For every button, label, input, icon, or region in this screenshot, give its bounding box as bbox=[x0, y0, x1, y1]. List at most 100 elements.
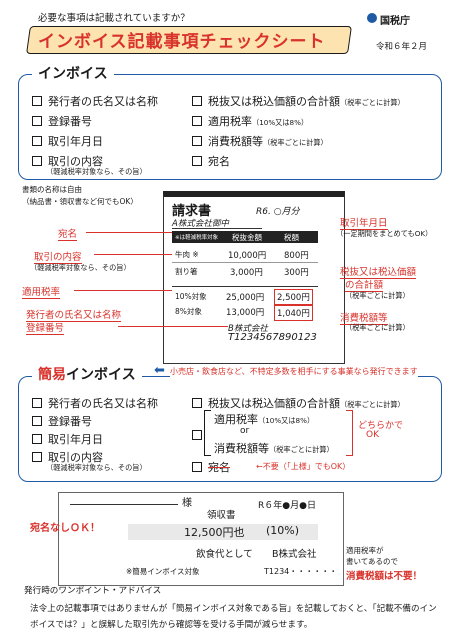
s-check-date: 取引年月日 bbox=[32, 431, 103, 447]
s-check-content: 取引の内容 bbox=[32, 449, 103, 465]
checkbox-icon bbox=[32, 116, 42, 126]
checkbox-icon bbox=[32, 452, 42, 462]
check-content: 取引の内容 bbox=[32, 153, 103, 169]
checkbox-icon bbox=[192, 156, 202, 166]
checkbox-icon bbox=[32, 398, 42, 408]
either-ok-2: OK bbox=[366, 430, 379, 440]
label-reg-no: 登録番号 bbox=[26, 323, 65, 335]
label-content-note: （軽減税率対象なら、その旨） bbox=[30, 263, 131, 272]
s-check-issuer: 発行者の氏名又は名称 bbox=[32, 395, 158, 411]
s-check-reg-no: 登録番号 bbox=[32, 413, 92, 429]
bracket-left bbox=[204, 410, 211, 456]
label-tax: 消費税額等 bbox=[340, 313, 388, 325]
table-row: 割り箸 bbox=[175, 267, 198, 276]
label-issuer: 発行者の氏名又は名称 bbox=[26, 310, 122, 322]
no-name-ok: 宛名なしＯＫ！ bbox=[30, 523, 100, 534]
agency-name: 国税庁 bbox=[380, 16, 410, 27]
checkbox-icon bbox=[192, 116, 202, 126]
totals-row: 8%対象 bbox=[175, 307, 202, 316]
s-rate: 適用税率（10%又は8%） bbox=[214, 413, 315, 426]
receipt-name-line bbox=[70, 504, 178, 505]
tax-10-cell: 2,500円 bbox=[274, 289, 313, 305]
check-date: 取引年月日 bbox=[32, 133, 103, 149]
label-tax-note: （税率ごとに計算） bbox=[345, 323, 410, 332]
checkbox-icon bbox=[32, 156, 42, 166]
checkbox-icon bbox=[192, 462, 202, 472]
receipt-rate: (10%) bbox=[266, 524, 300, 537]
table-cell: 25,000円 bbox=[226, 293, 265, 303]
sample-invoice bbox=[163, 191, 345, 364]
receipt-side-2: 書いてあるので bbox=[346, 557, 399, 566]
receipt-sama: 様 bbox=[182, 498, 192, 509]
totals-row: 10%対象 bbox=[175, 292, 207, 301]
receipt-amount-band bbox=[128, 524, 318, 540]
receipt-amount: 12,500円也 bbox=[184, 526, 245, 539]
either-ok: どちらかで bbox=[358, 421, 404, 431]
checkbox-icon bbox=[192, 136, 202, 146]
receipt-mark: ※簡易インボイス対象 bbox=[126, 567, 200, 576]
atena-not-needed: ←不要（「上様」でもOK） bbox=[256, 462, 351, 471]
invoice-title: 請求書 bbox=[172, 204, 212, 219]
doc-name-note: 書類の名称は自由 bbox=[22, 185, 82, 194]
s-check-atena: 宛名 bbox=[192, 459, 230, 475]
invoice-section bbox=[18, 74, 442, 180]
or-label: or bbox=[240, 426, 250, 436]
checkbox-icon bbox=[32, 136, 42, 146]
table-cell: 10,000円 bbox=[228, 251, 267, 261]
label-total-note: （税率ごとに計算） bbox=[345, 291, 410, 300]
label-rate: 適用税率 bbox=[22, 287, 61, 299]
subtitle: 必要な事項は記載されていますか？ bbox=[38, 13, 190, 24]
s-check-content-note: （軽減税率対象なら、その旨） bbox=[46, 463, 147, 472]
tip-title: 発行時のワンポイント・アドバイス bbox=[24, 586, 162, 596]
receipt-purpose: 飲食代として bbox=[196, 549, 253, 560]
receipt-side-3: 消費税額は不要！ bbox=[346, 571, 423, 582]
receipt-issuer: B株式会社 bbox=[272, 549, 317, 560]
checkbox-icon bbox=[192, 96, 202, 106]
check-atena: 宛名 bbox=[192, 153, 230, 169]
invoice-reg-no: T1234567890123 bbox=[228, 332, 317, 343]
checkbox-icon bbox=[32, 96, 42, 106]
table-cell: 3,000円 bbox=[230, 268, 263, 278]
issue-date: 令和６年２月 bbox=[376, 42, 428, 52]
receipt-title: 領収書 bbox=[207, 510, 236, 521]
checkbox-icon bbox=[192, 398, 202, 408]
table-cell: 800円 bbox=[284, 251, 309, 261]
leader-line bbox=[94, 254, 172, 255]
invoice-issuer: B株式会社 bbox=[228, 324, 268, 334]
page-title: インボイス記載事項チェックシート bbox=[38, 32, 326, 52]
checkbox-icon bbox=[32, 416, 42, 426]
receipt-date: R６年●月●日 bbox=[258, 501, 316, 511]
table-head-cell: ※は軽減税率対象 bbox=[175, 235, 219, 241]
invoice-recipient: A株式会社御中 bbox=[172, 219, 229, 229]
totals-divider bbox=[172, 286, 318, 287]
doc-name-note-2: （納品書・領収書など何でもOK） bbox=[22, 197, 138, 206]
leader-line bbox=[86, 232, 172, 233]
table-divider bbox=[172, 262, 318, 263]
check-total: 税抜又は税込価額の合計額（税率ごとに計算） bbox=[192, 93, 405, 109]
invoice-table-head bbox=[172, 231, 318, 243]
invoice-heading: インボイス bbox=[32, 63, 114, 83]
check-reg-no: 登録番号 bbox=[32, 113, 92, 129]
table-head-cell: 税額 bbox=[284, 233, 299, 242]
checkbox-icon bbox=[32, 434, 42, 444]
checkbox-icon bbox=[192, 430, 202, 440]
arrow-left-icon: ⬅ bbox=[154, 363, 165, 378]
label-content: 取引の内容 bbox=[34, 252, 82, 264]
s-check-total: 税抜又は税込価額の合計額（税率ごとに計算） bbox=[192, 395, 405, 411]
label-date: 取引年月日 bbox=[340, 218, 388, 230]
simple-invoice-desc: 小売店・飲食店など、不特定多数を相手にする事業なら発行できます bbox=[170, 366, 418, 377]
label-recipient: 宛名 bbox=[58, 229, 78, 241]
recipient-underline bbox=[172, 228, 262, 229]
table-head-cell: 税抜金額 bbox=[232, 233, 262, 242]
table-cell: 300円 bbox=[284, 268, 309, 278]
tax-8-cell: 1,040円 bbox=[274, 305, 313, 321]
receipt-side-1: 適用税率が bbox=[346, 546, 384, 555]
table-cell: 13,000円 bbox=[226, 308, 265, 318]
label-date-note: （一定期間をまとめてもOK） bbox=[336, 229, 433, 238]
s-check-rate-or-tax bbox=[192, 429, 208, 442]
agency-logo-icon bbox=[367, 13, 377, 23]
label-total: 税抜又は税込価額 bbox=[340, 267, 417, 279]
tip-text: 法令上の記載事項ではありませんが「簡易インボイス対象である旨」を記載しておくと、… bbox=[30, 604, 437, 630]
leader-line bbox=[74, 290, 172, 291]
check-issuer: 発行者の氏名又は名称 bbox=[32, 93, 158, 109]
